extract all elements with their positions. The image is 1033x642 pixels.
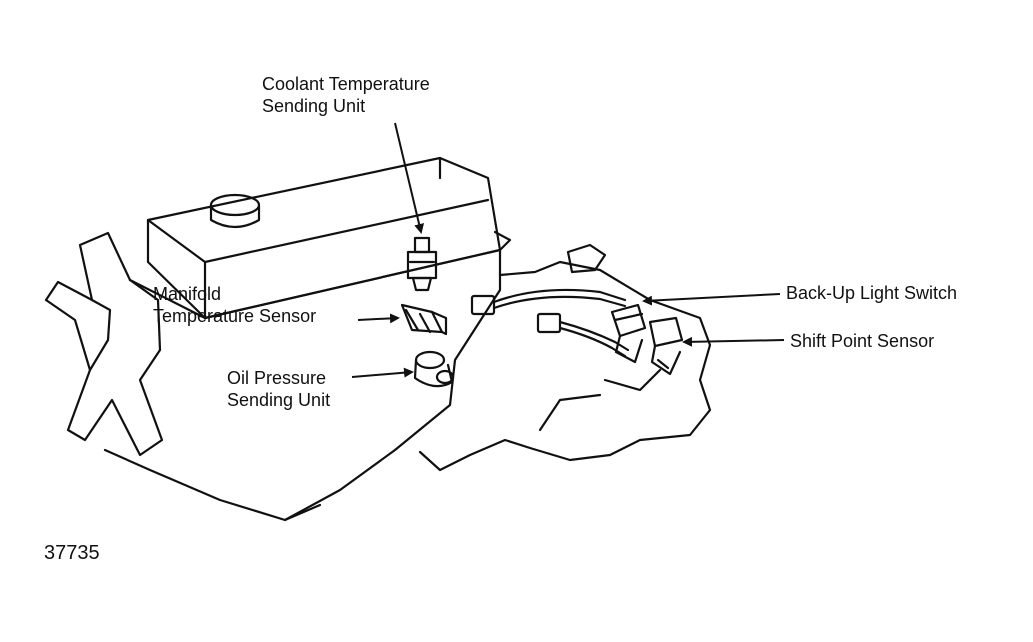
- coolant-temperature-label: Coolant Temperature Sending Unit: [262, 73, 430, 117]
- coolant-temperature-sending-unit: [406, 236, 438, 292]
- oil-pressure-label: Oil Pressure Sending Unit: [227, 367, 330, 411]
- oil-label-line2: Sending Unit: [227, 390, 331, 410]
- engine-block: [103, 230, 512, 522]
- oil-pressure-leader: [351, 367, 414, 378]
- leader-arrows: [351, 122, 785, 378]
- coolant-label-line1: Coolant Temperature: [262, 74, 430, 94]
- manifold-label-line1: Manifold: [153, 284, 222, 304]
- transmission: [418, 260, 712, 472]
- shift-point-sensor-label: Shift Point Sensor: [790, 331, 935, 351]
- fan-blades: [44, 231, 164, 457]
- back-up-light-switch: [610, 303, 647, 364]
- oil-filler-cap: [209, 193, 261, 229]
- oil-label-line1: Oil Pressure: [227, 368, 327, 388]
- back-up-leader: [642, 293, 781, 306]
- shift-point-leader: [682, 336, 785, 347]
- back-up-light-switch-label: Back-Up Light Switch: [786, 283, 958, 303]
- wiring-harness: [470, 243, 630, 358]
- manifold-temperature-sensor: [400, 303, 448, 336]
- manifold-label-line2: Temperature Sensor: [153, 306, 317, 326]
- figure-number: 37735: [44, 542, 100, 564]
- manifold-leader: [357, 313, 400, 324]
- manifold-temperature-label: Manifold Temperature Sensor: [153, 283, 316, 327]
- coolant-label-line2: Sending Unit: [262, 96, 366, 116]
- oil-pressure-sending-unit: [413, 350, 455, 388]
- coolant-leader: [394, 122, 425, 234]
- shift-point-sensor: [648, 316, 684, 376]
